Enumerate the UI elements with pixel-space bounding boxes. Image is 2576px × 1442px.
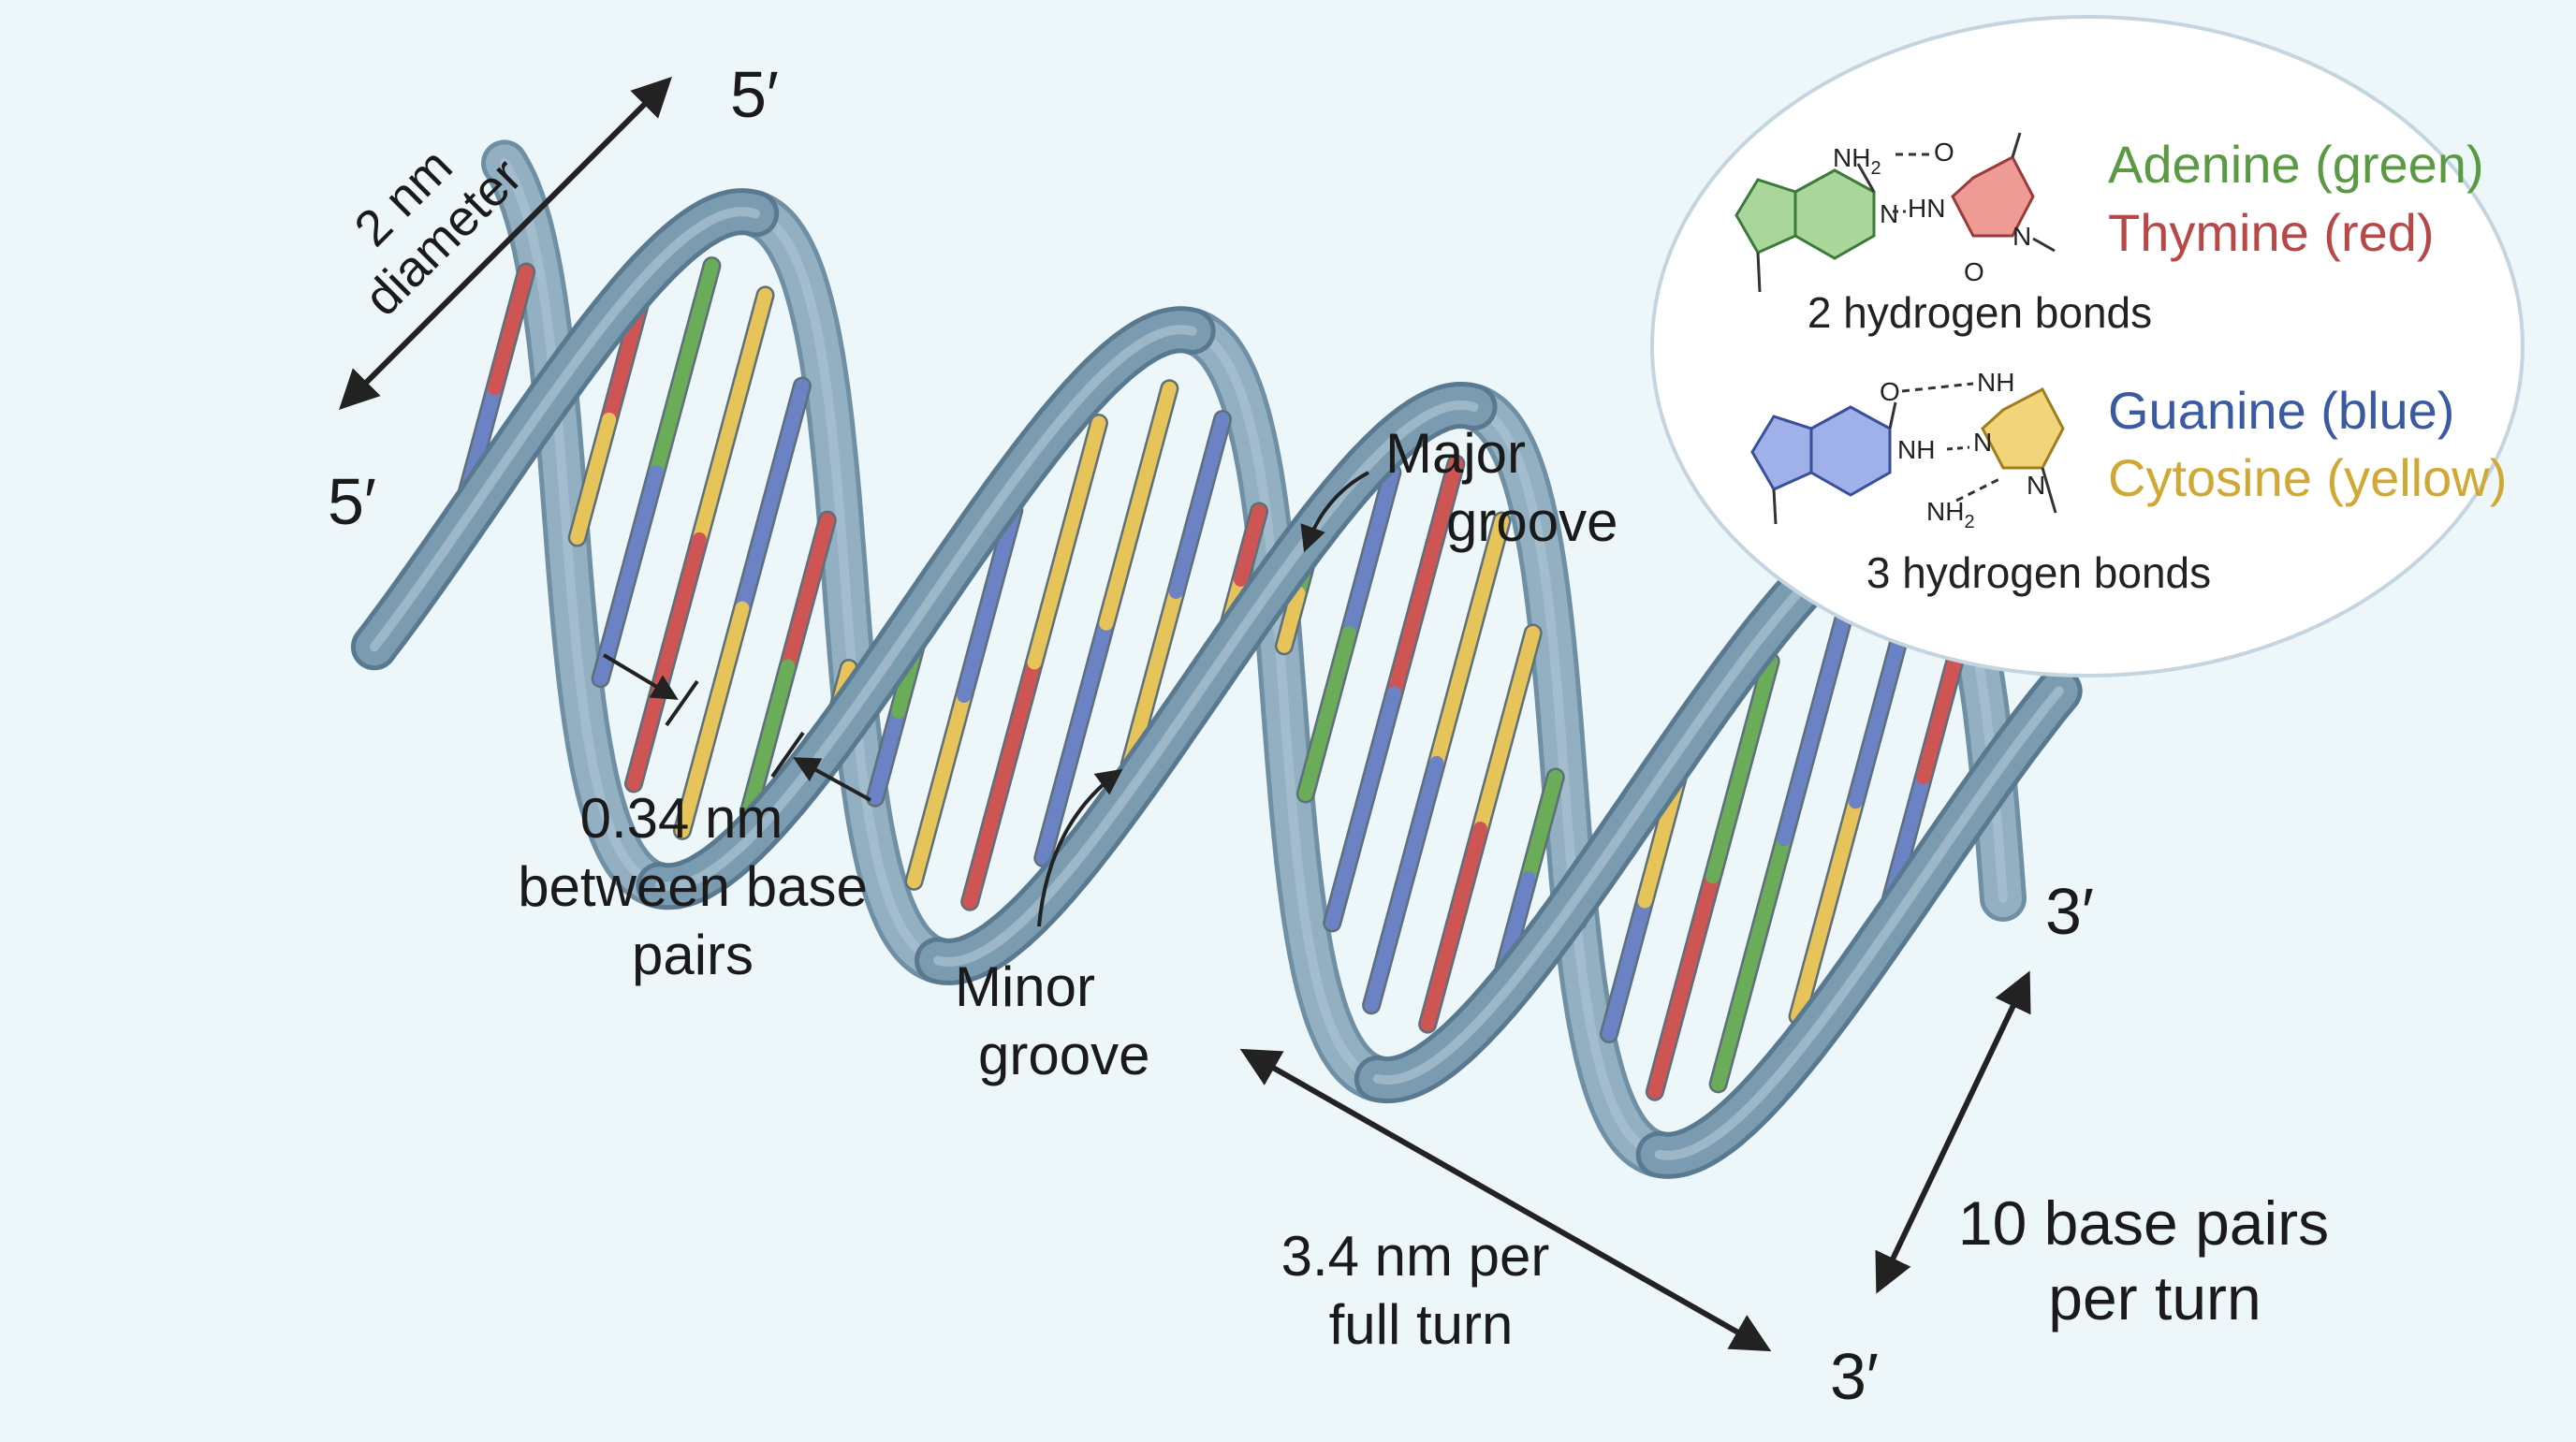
rise-tick-1: [666, 681, 697, 725]
minor-groove-label-2: groove: [978, 1024, 1149, 1086]
label-5prime-left: 5′: [328, 465, 376, 538]
gc-bond-count: 3 hydrogen bonds: [1866, 548, 2211, 597]
thymine-o-atom-bottom: O: [1964, 257, 1984, 286]
cytosine-name: Cytosine (yellow): [2108, 448, 2507, 507]
pitch-label-2: full turn: [1329, 1293, 1514, 1356]
base-3-a: [656, 266, 711, 473]
base-5-a: [742, 386, 802, 608]
base-10-a: [970, 663, 1034, 902]
thymine-hn-atom: HN: [1908, 194, 1945, 223]
label-3prime-bottom: 3′: [1830, 1340, 1879, 1413]
guanine-o-atom: O: [1880, 377, 1900, 406]
base-3-b: [601, 473, 656, 679]
rise-label-1: 0.34 nm: [580, 787, 783, 850]
label-5prime-top: 5′: [730, 58, 779, 131]
base-pair-legend: NH2 N O HN N O Adenine (green) Thymine (…: [1652, 17, 2523, 676]
guanine-methyl-bond: [1774, 489, 1776, 524]
base-0-b: [495, 271, 527, 388]
bp-per-turn-label-1: 10 base pairs: [1958, 1188, 2329, 1258]
adenine-n-atom: N: [1880, 199, 1898, 228]
thymine-name: Thymine (red): [2108, 203, 2435, 262]
base-12-b: [1176, 419, 1222, 591]
cytosine-n-atom: N: [1973, 428, 1992, 457]
base-18-a: [1480, 634, 1532, 829]
base-9-a: [915, 696, 964, 881]
pitch-label-1: 3.4 nm per: [1281, 1225, 1550, 1288]
guanine-nh-atom: NH: [1897, 435, 1935, 464]
bp-per-turn-label-2: per turn: [2048, 1263, 2261, 1333]
adenine-name: Adenine (green): [2108, 135, 2484, 194]
base-6-a: [788, 520, 827, 666]
backbone-highlight-0-1: [755, 213, 938, 960]
thymine-n-atom: N: [2012, 222, 2031, 251]
major-groove-label-2: groove: [1446, 490, 1617, 553]
cytosine-nh-atom: NH: [1977, 368, 2014, 397]
major-groove-label-1: Major: [1385, 422, 1526, 485]
diameter-annotation: 2 nm diameter: [315, 82, 666, 404]
thymine-o-atom-top: O: [1934, 138, 1954, 167]
base-4-a: [699, 295, 765, 539]
at-bond-count: 2 hydrogen bonds: [1808, 288, 2152, 337]
cytosine-n-atom-lower: N: [2027, 471, 2045, 500]
pitch-annotation: 3.4 nm per full turn: [1247, 1053, 1764, 1356]
guanine-name: Guanine (blue): [2108, 381, 2454, 440]
base-16-b: [1332, 693, 1394, 923]
base-4-b: [634, 539, 699, 783]
base-21-a: [1609, 901, 1645, 1034]
rise-label-3: pairs: [632, 924, 754, 986]
base-11-b: [1106, 388, 1170, 623]
rise-label-2: between base: [518, 855, 868, 918]
base-15-b: [1306, 634, 1349, 794]
base-25-b: [1924, 646, 1959, 778]
label-3prime-right: 3′: [2045, 875, 2094, 948]
base-22-a: [1655, 877, 1713, 1092]
base-17-b: [1371, 763, 1437, 1005]
base-17-a: [1437, 520, 1502, 763]
bp-per-turn-annotation: 10 base pairs per turn: [1880, 978, 2329, 1333]
minor-groove-label-1: Minor: [955, 955, 1095, 1018]
adenine-methyl-bond: [1758, 253, 1760, 292]
